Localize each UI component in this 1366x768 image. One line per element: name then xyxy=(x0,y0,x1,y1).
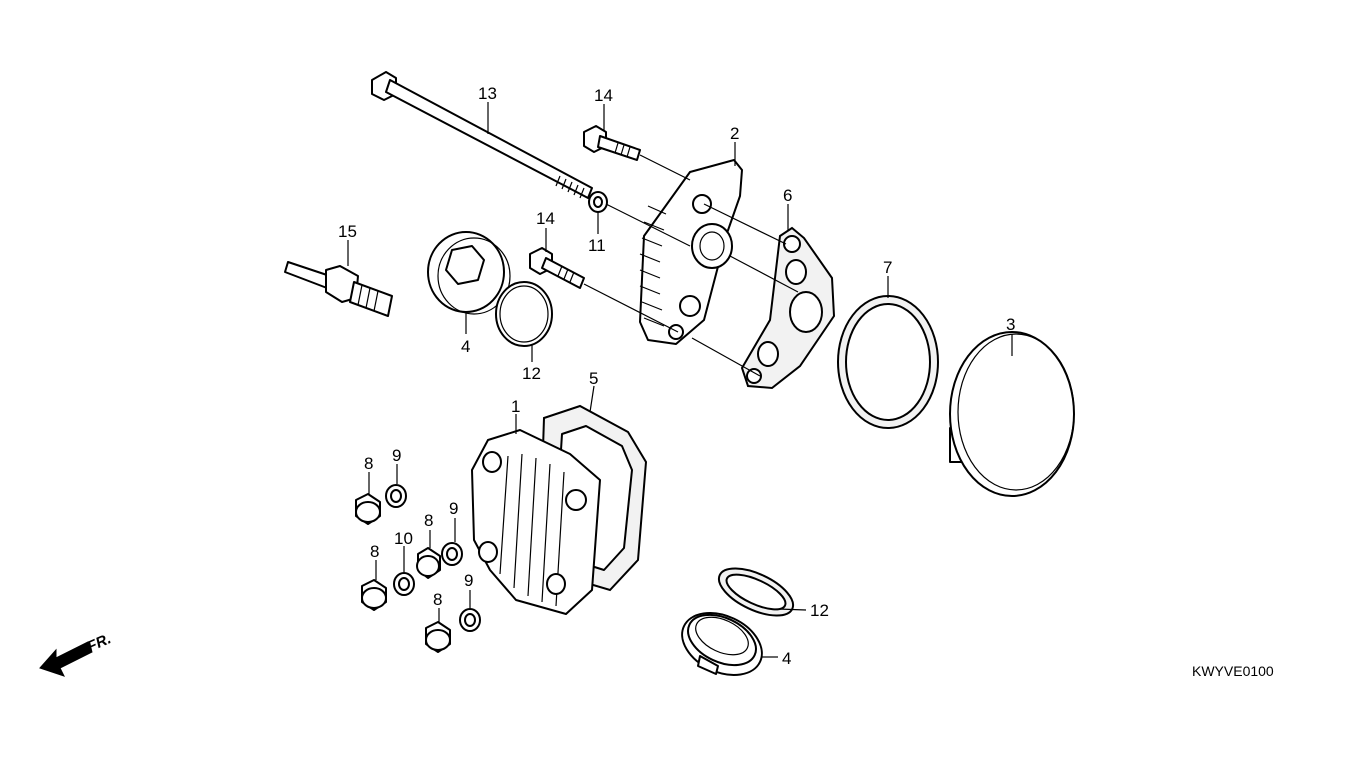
callout-4-upper: 4 xyxy=(461,337,470,356)
part-11-washer xyxy=(588,191,608,213)
callout-13: 13 xyxy=(478,84,497,103)
part-2-housing xyxy=(639,159,743,345)
part-15-spark-plug xyxy=(284,261,393,317)
callout-8-a: 8 xyxy=(364,454,373,473)
part-9-washer-c xyxy=(459,608,481,632)
callout-9-b: 9 xyxy=(449,499,458,518)
callout-1: 1 xyxy=(511,397,520,416)
callout-9-a: 9 xyxy=(392,446,401,465)
callout-6: 6 xyxy=(783,186,792,205)
callout-10: 10 xyxy=(394,529,413,548)
callout-7: 7 xyxy=(883,258,892,277)
callout-5: 5 xyxy=(589,369,598,388)
callout-12-lower: 12 xyxy=(810,601,829,620)
part-8-nut-a xyxy=(355,493,381,525)
part-13-long-bolt xyxy=(371,71,593,199)
diagram-code: KWYVE0100 xyxy=(1192,663,1274,679)
callout-labels: 13 14 2 6 11 14 15 7 3 4 12 5 1 8 9 8 9 … xyxy=(338,84,1015,668)
part-14-bolt-lower xyxy=(529,247,585,289)
part-4-cap-upper xyxy=(427,231,511,315)
callout-12-upper: 12 xyxy=(522,364,541,383)
callout-8-d: 8 xyxy=(433,590,442,609)
front-label: FR. xyxy=(85,630,114,655)
part-6-gasket xyxy=(740,226,836,390)
callout-15: 15 xyxy=(338,222,357,241)
callout-2: 2 xyxy=(730,124,739,143)
part-14-bolt-upper xyxy=(583,125,641,161)
part-3-cover xyxy=(949,331,1075,497)
callout-9-c: 9 xyxy=(464,571,473,590)
part-8-nut-d xyxy=(425,621,451,653)
front-arrow-icon xyxy=(39,641,93,677)
part-10-washer xyxy=(393,572,415,596)
callout-8-b: 8 xyxy=(424,511,433,530)
callout-14-lower: 14 xyxy=(536,209,555,228)
callout-4-lower: 4 xyxy=(782,649,791,668)
callout-8-c: 8 xyxy=(370,542,379,561)
leader-lines xyxy=(347,102,1013,658)
part-8-nut-b xyxy=(416,547,441,579)
callout-3: 3 xyxy=(1006,315,1015,334)
part-7-ring-gasket xyxy=(837,295,939,429)
callout-14-upper: 14 xyxy=(594,86,613,105)
part-12-o-ring-lower xyxy=(717,567,795,617)
part-4-cap-lower xyxy=(681,612,763,676)
part-12-o-ring-upper xyxy=(495,281,553,347)
front-direction-indicator: FR. xyxy=(39,630,114,677)
part-8-nut-c xyxy=(361,579,387,611)
callout-11: 11 xyxy=(588,236,606,255)
part-9-washer-b xyxy=(441,542,463,566)
part-9-washer-a xyxy=(385,484,407,508)
part-1-head-cover xyxy=(471,429,601,615)
